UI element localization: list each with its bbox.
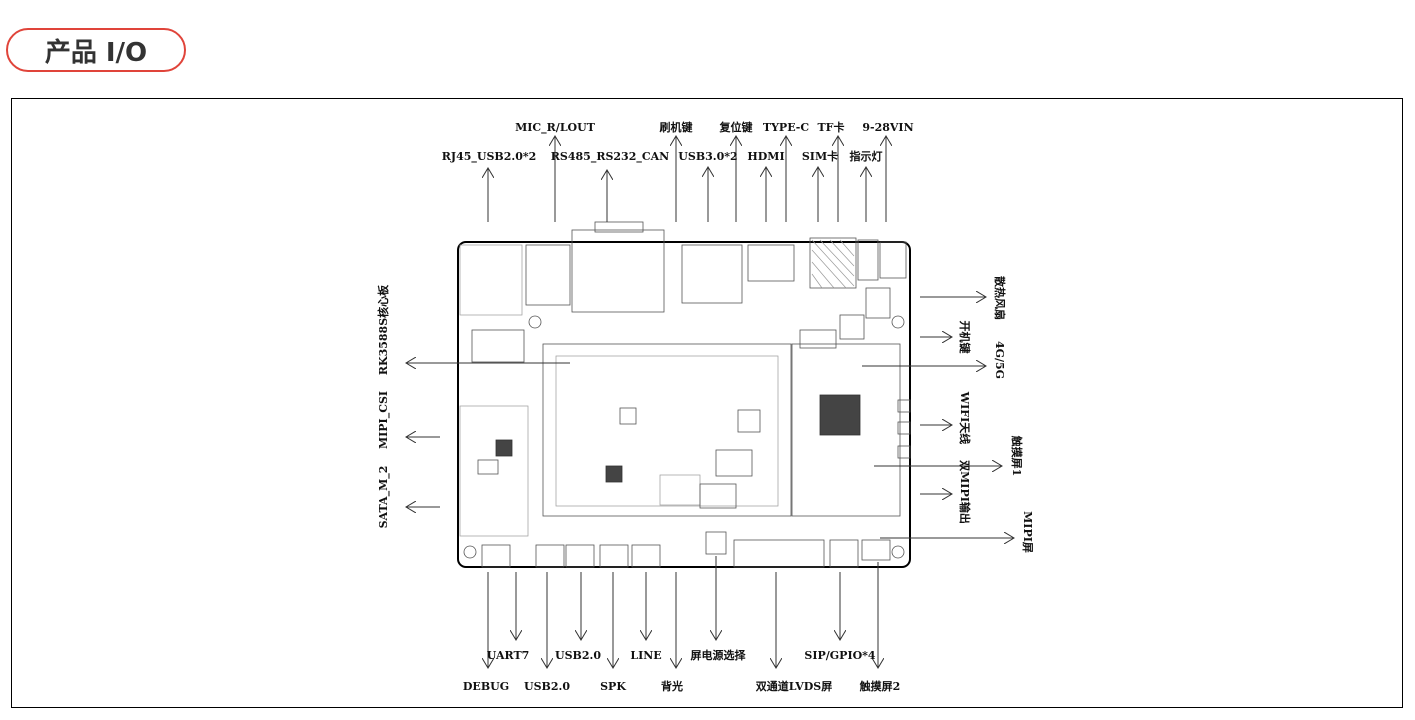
label-debug: DEBUG xyxy=(463,680,509,693)
label-mipi-screen: MIPI屏 xyxy=(1021,511,1034,553)
label-usb2-upper: USB2.0 xyxy=(555,649,601,662)
label-indicator: 指示灯 xyxy=(850,149,883,163)
right-arrows xyxy=(862,297,1014,538)
top-labels: MIC_R/LOUT RJ45_USB2.0*2 RS485_RS232_CAN… xyxy=(442,120,914,164)
label-line: LINE xyxy=(630,649,661,662)
pcb-board xyxy=(457,221,911,568)
top-arrows xyxy=(488,136,886,222)
label-tf: TF卡 xyxy=(818,120,845,134)
label-sata: SATA_M_2 xyxy=(377,466,391,529)
bottom-labels: DEBUG UART7 USB2.0 USB2.0 SPK LINE 背光 屏电… xyxy=(463,648,900,693)
label-wifi: WIFI天线 xyxy=(958,391,972,444)
label-usb2-bottom: USB2.0 xyxy=(524,680,570,693)
label-usb3: USB3.0*2 xyxy=(678,150,737,163)
label-touch2: 触摸屏2 xyxy=(859,679,901,693)
right-labels: 散热风扇 开机键 4G/5G WIFI天线 触摸屏1 双MIPI输出 MIPI屏 xyxy=(958,276,1034,553)
label-hdmi: HDMI xyxy=(747,150,784,163)
label-type-c: TYPE-C xyxy=(763,121,809,134)
label-touch1: 触摸屏1 xyxy=(1010,435,1024,477)
label-mic: MIC_R/LOUT xyxy=(515,121,596,135)
left-arrows xyxy=(406,363,570,507)
label-backlight: 背光 xyxy=(661,679,683,693)
diagram-frame xyxy=(11,98,1403,708)
label-sip-gpio: SIP/GPIO*4 xyxy=(804,649,876,662)
label-mipi-csi: MIPI_CSI xyxy=(377,391,391,449)
label-rj45: RJ45_USB2.0*2 xyxy=(442,150,537,164)
bottom-arrows xyxy=(488,556,878,668)
label-rs485: RS485_RS232_CAN xyxy=(551,150,669,164)
label-4g5g: 4G/5G xyxy=(993,341,1006,379)
label-sim: SIM卡 xyxy=(802,149,838,163)
section-title: 产品 I/O xyxy=(6,28,186,72)
label-power-key: 开机键 xyxy=(958,321,972,355)
label-dual-mipi: 双MIPI输出 xyxy=(958,460,972,524)
label-lvds: 双通道LVDS屏 xyxy=(756,679,832,693)
label-flash-key: 刷机键 xyxy=(660,120,694,134)
label-screen-power: 屏电源选择 xyxy=(691,648,747,662)
label-fan: 散热风扇 xyxy=(993,276,1007,320)
label-spk: SPK xyxy=(600,680,626,693)
left-labels: RK3588S核心板 MIPI_CSI SATA_M_2 xyxy=(376,284,391,529)
label-uart7: UART7 xyxy=(487,649,530,662)
label-reset-key: 复位键 xyxy=(719,120,754,134)
label-core-board: RK3588S核心板 xyxy=(376,284,390,375)
label-vin: 9-28VIN xyxy=(862,121,913,134)
